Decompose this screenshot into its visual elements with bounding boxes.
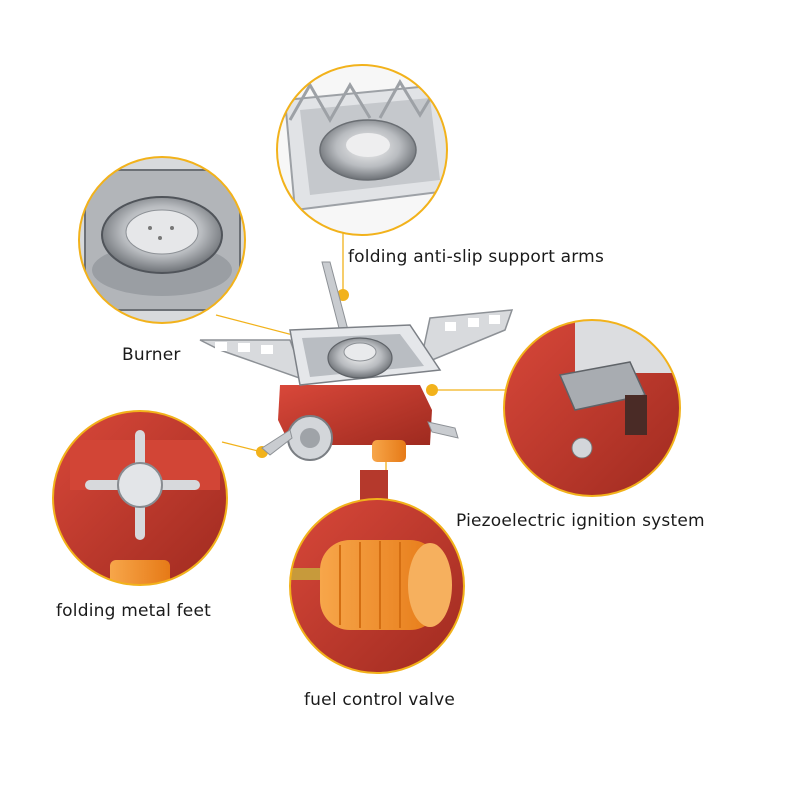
- inset-support-arms: [276, 64, 448, 236]
- inset-burner: [78, 156, 246, 324]
- label-valve: fuel control valve: [304, 690, 455, 710]
- stove-main: [199, 261, 514, 500]
- label-support-arms: folding anti-slip support arms: [348, 247, 605, 267]
- inset-ignition: [503, 319, 681, 497]
- label-burner: Burner: [122, 345, 181, 365]
- label-feet: folding metal feet: [56, 601, 211, 621]
- label-ignition: Piezoelectric ignition system: [456, 511, 705, 531]
- inset-feet: [52, 410, 228, 586]
- support-arm-right-icon: [418, 309, 514, 367]
- support-arm-left-icon: [199, 339, 307, 382]
- inset-valve: [289, 498, 465, 674]
